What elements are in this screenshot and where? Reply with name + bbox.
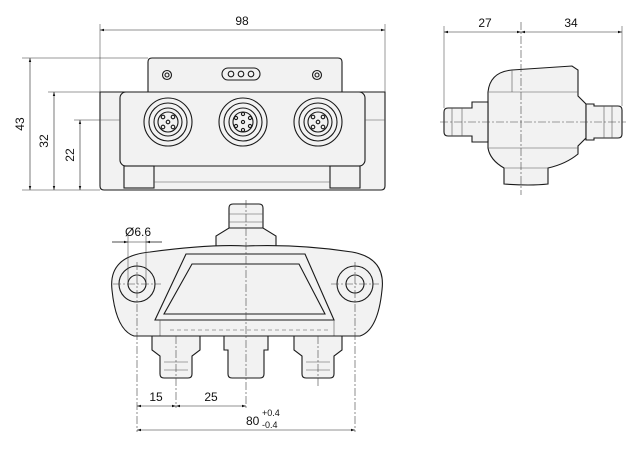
dim-label-32: 32 <box>37 134 51 148</box>
front-small-hole-left <box>161 69 173 81</box>
front-connector-right <box>293 97 343 147</box>
plan-flange <box>111 245 383 337</box>
front-foot-left <box>123 165 155 189</box>
plan-connector-bottom-right <box>293 335 343 388</box>
dim-label-43: 43 <box>13 117 27 131</box>
plan-connector-bottom-center <box>223 200 269 408</box>
front-connector-left <box>143 97 193 147</box>
dim-label-27: 27 <box>478 16 492 30</box>
front-connector-center <box>218 97 268 147</box>
led-3 <box>247 70 255 78</box>
dim-label-22: 22 <box>63 148 77 162</box>
side-housing <box>487 65 587 186</box>
side-view: 27 34 <box>440 16 626 195</box>
front-inner-panel <box>119 91 366 167</box>
dim-label-25: 25 <box>204 390 218 404</box>
dim-label-98: 98 <box>235 14 249 28</box>
mount-hole-right <box>331 262 379 432</box>
front-small-hole-right <box>311 69 323 81</box>
dim-label-15: 15 <box>149 390 163 404</box>
dim-label-80: 80 <box>246 414 260 428</box>
dim-label-34: 34 <box>564 16 578 30</box>
dim-label-hole-diameter: Ø6.6 <box>125 225 151 239</box>
led-2 <box>237 70 245 78</box>
dim-tolerance-plus: +0.4 <box>262 408 280 418</box>
plan-view: Ø6.6 15 25 80 +0.4 -0.4 <box>111 200 383 432</box>
front-top-boss <box>147 57 343 93</box>
front-foot-right <box>329 165 361 189</box>
front-led-window <box>221 67 261 81</box>
dim-tolerance-minus: -0.4 <box>262 420 278 430</box>
led-1 <box>227 70 235 78</box>
plan-connector-bottom-left <box>151 335 201 408</box>
front-view: 98 43 32 22 <box>13 14 386 191</box>
